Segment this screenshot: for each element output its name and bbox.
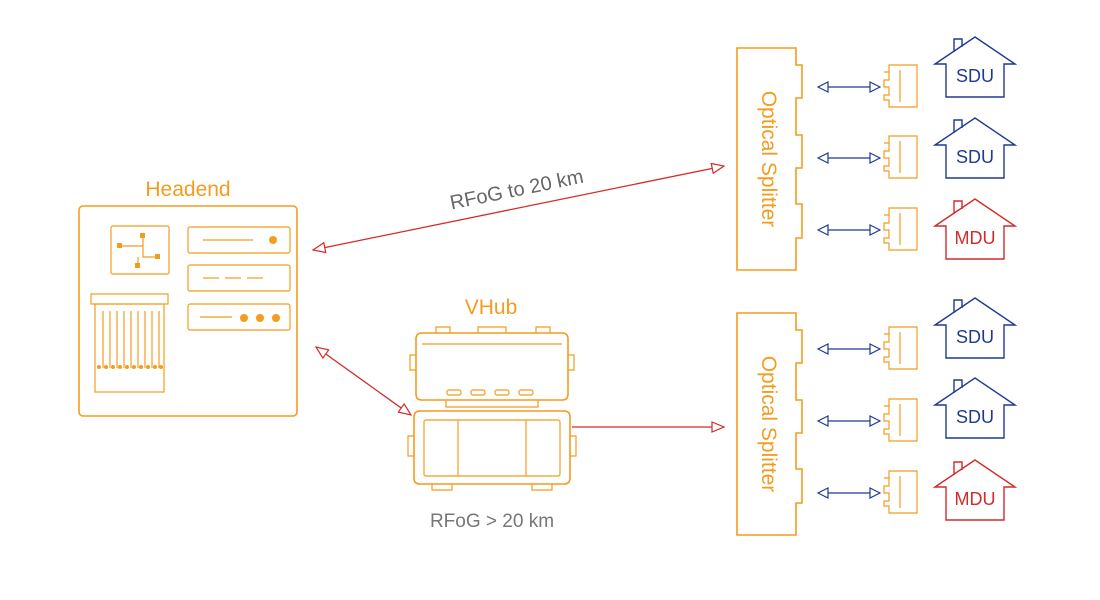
vhub-enclosure xyxy=(407,326,577,491)
headend-label: Headend xyxy=(145,178,230,201)
house-sdu-1: SDU xyxy=(932,36,1018,98)
house-sdu-1-label: SDU xyxy=(956,66,994,86)
optical-splitter-1: Optical Splitter xyxy=(736,47,803,271)
optical-node-2 xyxy=(883,135,918,179)
house-sdu-3: SDU xyxy=(932,297,1018,359)
house-mdu-2: MDU xyxy=(932,459,1018,521)
headend-rack xyxy=(78,205,298,417)
rfog-over-20km-label: RFoG > 20 km xyxy=(430,511,554,532)
optical-node-5 xyxy=(883,398,918,442)
house-sdu-3-label: SDU xyxy=(956,327,994,347)
house-mdu-2-label: MDU xyxy=(955,489,996,509)
house-sdu-4: SDU xyxy=(932,377,1018,439)
link-headend-vhub xyxy=(316,347,411,415)
house-sdu-2-label: SDU xyxy=(956,147,994,167)
optical-splitter-2-label: Optical Splitter xyxy=(757,356,780,493)
optical-node-4 xyxy=(883,326,918,370)
optical-node-6 xyxy=(883,470,918,514)
optical-splitter-2: Optical Splitter xyxy=(736,312,803,536)
house-sdu-2: SDU xyxy=(932,117,1018,179)
rfog-link-headend-splitter-1 xyxy=(313,166,724,250)
optical-splitter-1-label: Optical Splitter xyxy=(757,91,780,228)
rfog-20km-label: RFoG to 20 km xyxy=(448,166,585,215)
optical-node-1 xyxy=(883,64,918,108)
house-mdu-1-label: MDU xyxy=(955,228,996,248)
house-sdu-4-label: SDU xyxy=(956,407,994,427)
house-mdu-1: MDU xyxy=(932,198,1018,260)
optical-node-3 xyxy=(883,207,918,251)
vhub-label: VHub xyxy=(465,296,518,319)
